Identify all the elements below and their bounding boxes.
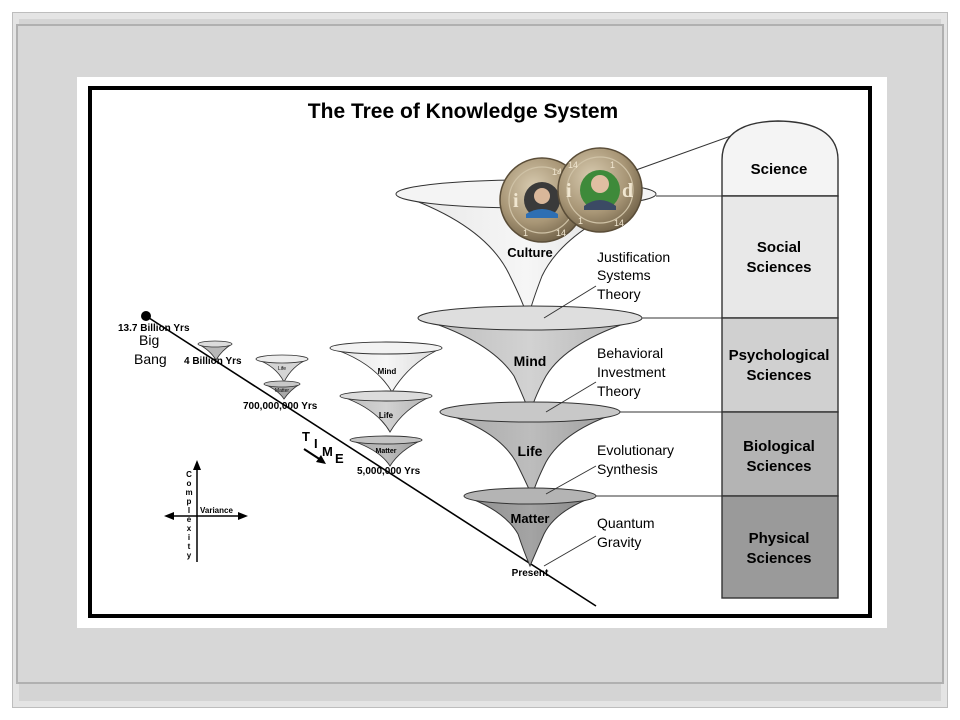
evo-connector bbox=[545, 465, 597, 495]
main-cone-mind-label: Mind bbox=[514, 353, 547, 369]
physical-label-1: Physical bbox=[749, 530, 810, 547]
variance-label: Variance bbox=[200, 506, 233, 515]
social-label-1: Social bbox=[757, 239, 801, 256]
evo-line-1: Evolutionary bbox=[597, 442, 674, 458]
svg-text:14: 14 bbox=[556, 228, 566, 238]
main-cone-life bbox=[439, 401, 621, 498]
time-letter-i: I bbox=[314, 436, 318, 451]
social-sciences-block bbox=[721, 195, 839, 319]
five-million-label: 5,000,000 Yrs bbox=[357, 466, 421, 477]
mid-cone-mind bbox=[329, 341, 443, 393]
bit-line-1: Behavioral bbox=[597, 345, 663, 361]
svg-text:14: 14 bbox=[552, 167, 562, 177]
axes-legend bbox=[164, 460, 248, 562]
small-cone-matter-label: Matter bbox=[275, 388, 290, 394]
time-letter-t: T bbox=[302, 429, 310, 444]
bit-line-2: Investment bbox=[597, 364, 666, 380]
svg-text:14: 14 bbox=[568, 160, 578, 170]
big-bang-label-2: Bang bbox=[134, 351, 167, 367]
physical-sciences-block bbox=[721, 495, 839, 599]
svg-text:1: 1 bbox=[523, 228, 528, 238]
jst-connector bbox=[543, 285, 597, 319]
svg-text:14: 14 bbox=[614, 218, 624, 228]
biological-sciences-block bbox=[721, 411, 839, 497]
small-cone-life bbox=[255, 354, 309, 383]
main-cone-matter bbox=[463, 487, 597, 568]
bit-line-3: Theory bbox=[597, 383, 641, 399]
qg-line-1: Quantum bbox=[597, 515, 655, 531]
big-bang-dot bbox=[141, 311, 151, 321]
complexity-letter: i bbox=[188, 533, 190, 542]
svg-text:d: d bbox=[622, 180, 633, 202]
small-cone-matter bbox=[263, 380, 301, 400]
complexity-arrow-icon bbox=[193, 460, 201, 470]
time-letter-m: M bbox=[322, 444, 333, 459]
svg-text:1: 1 bbox=[610, 160, 615, 170]
time-letter-e: E bbox=[335, 451, 344, 466]
main-cone-culture-label: Culture bbox=[507, 245, 553, 260]
psychological-label-1: Psychological bbox=[729, 347, 830, 364]
psychological-label-2: Sciences bbox=[746, 367, 811, 384]
svg-text:i: i bbox=[513, 190, 519, 212]
complexity-letter: y bbox=[187, 551, 192, 560]
bit-connector bbox=[545, 381, 597, 413]
jst-line-2: Systems bbox=[597, 267, 651, 283]
biological-label-2: Sciences bbox=[746, 458, 811, 475]
coin-icon-right: i d 14 1 1 14 bbox=[557, 147, 643, 233]
big-bang-years: 13.7 Billion Yrs bbox=[118, 323, 190, 334]
variance-left-arrow-icon bbox=[164, 512, 174, 520]
main-cone-mind bbox=[417, 305, 643, 416]
mid-cone-life bbox=[339, 390, 433, 433]
complexity-letter: o bbox=[187, 479, 192, 488]
jst-line-3: Theory bbox=[597, 286, 641, 302]
complexity-letter: x bbox=[187, 524, 192, 533]
four-billion-label: 4 Billion Yrs bbox=[184, 356, 242, 367]
complexity-letter: t bbox=[188, 542, 191, 551]
evo-line-2: Synthesis bbox=[597, 461, 658, 477]
tiny-cone bbox=[197, 340, 233, 361]
timeline-line bbox=[145, 315, 597, 607]
seven-hundred-million-label: 700,000,000 Yrs bbox=[243, 401, 318, 412]
jst-line-1: Justification bbox=[597, 249, 670, 265]
big-bang-label-1: Big bbox=[139, 332, 159, 348]
mid-cone-matter bbox=[349, 435, 423, 467]
diagram-title: The Tree of Knowledge System bbox=[308, 100, 618, 123]
complexity-letter: m bbox=[185, 488, 192, 497]
complexity-letter: p bbox=[187, 497, 192, 506]
svg-text:1: 1 bbox=[578, 216, 583, 226]
social-label-2: Sciences bbox=[746, 259, 811, 276]
qg-connector bbox=[543, 535, 597, 567]
main-cone-life-label: Life bbox=[518, 443, 543, 459]
science-column bbox=[721, 120, 839, 599]
biological-label-1: Biological bbox=[743, 438, 815, 455]
complexity-label: C o m p l e x i t y bbox=[185, 470, 192, 560]
complexity-letter: e bbox=[187, 515, 192, 524]
qg-line-2: Gravity bbox=[597, 534, 641, 550]
complexity-letter: C bbox=[186, 470, 192, 479]
science-label: Science bbox=[751, 161, 808, 178]
mid-cone-matter-label: Matter bbox=[375, 448, 396, 455]
science-cap bbox=[721, 120, 839, 197]
physical-label-2: Sciences bbox=[746, 550, 811, 567]
mid-cone-mind-label: Mind bbox=[378, 367, 397, 376]
main-cone-matter-label: Matter bbox=[510, 511, 549, 526]
variance-right-arrow-icon bbox=[238, 512, 248, 520]
svg-text:i: i bbox=[566, 180, 572, 202]
present-label: Present bbox=[512, 568, 549, 579]
time-arrow-icon bbox=[303, 448, 326, 464]
psychological-sciences-block bbox=[721, 317, 839, 413]
small-cone-life-label: Life bbox=[278, 366, 286, 372]
complexity-letter: l bbox=[188, 506, 190, 515]
mid-cone-life-label: Life bbox=[379, 411, 394, 420]
